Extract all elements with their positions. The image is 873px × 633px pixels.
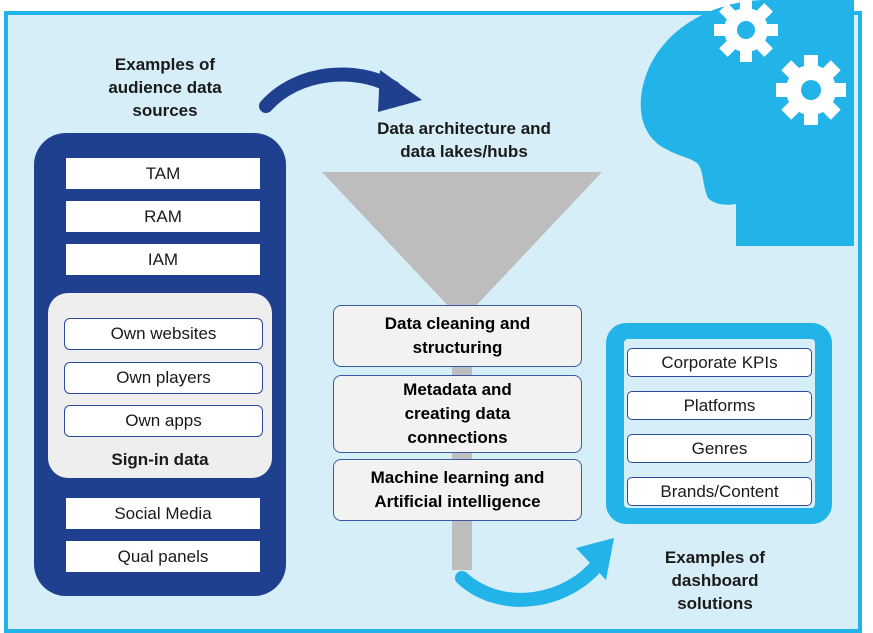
dashboard-genres: Genres [627,434,812,463]
curved-arrow-icon [259,67,422,113]
source-tam: TAM [66,158,260,189]
dashboard-corporate-kpis: Corporate KPIs [627,348,812,377]
source-social-media: Social Media [66,498,260,529]
curved-arrow-icon [455,538,614,607]
sources-title: Examples of audience data sources [108,55,222,120]
signin-item-own-apps: Own apps [64,405,263,437]
dashboard-brands-content: Brands/Content [627,477,812,506]
architecture-title: Data architecture and data lakes/hubs [377,119,551,161]
process-step-machine-learning: Machine learning and Artificial intellig… [333,459,582,521]
process-step-cleaning: Data cleaning and structuring [333,305,582,367]
source-ram: RAM [66,201,260,232]
signin-item-own-websites: Own websites [64,318,263,350]
process-step-metadata: Metadata and creating data connections [333,375,582,453]
source-qual-panels: Qual panels [66,541,260,572]
funnel-shape [322,172,602,570]
dashboard-title: Examples of dashboard solutions [664,548,766,613]
signin-item-own-players: Own players [64,362,263,394]
signin-label: Sign-in data [111,450,209,469]
head-with-gears-icon [640,0,854,246]
source-iam: IAM [66,244,260,275]
dashboard-platforms: Platforms [627,391,812,420]
